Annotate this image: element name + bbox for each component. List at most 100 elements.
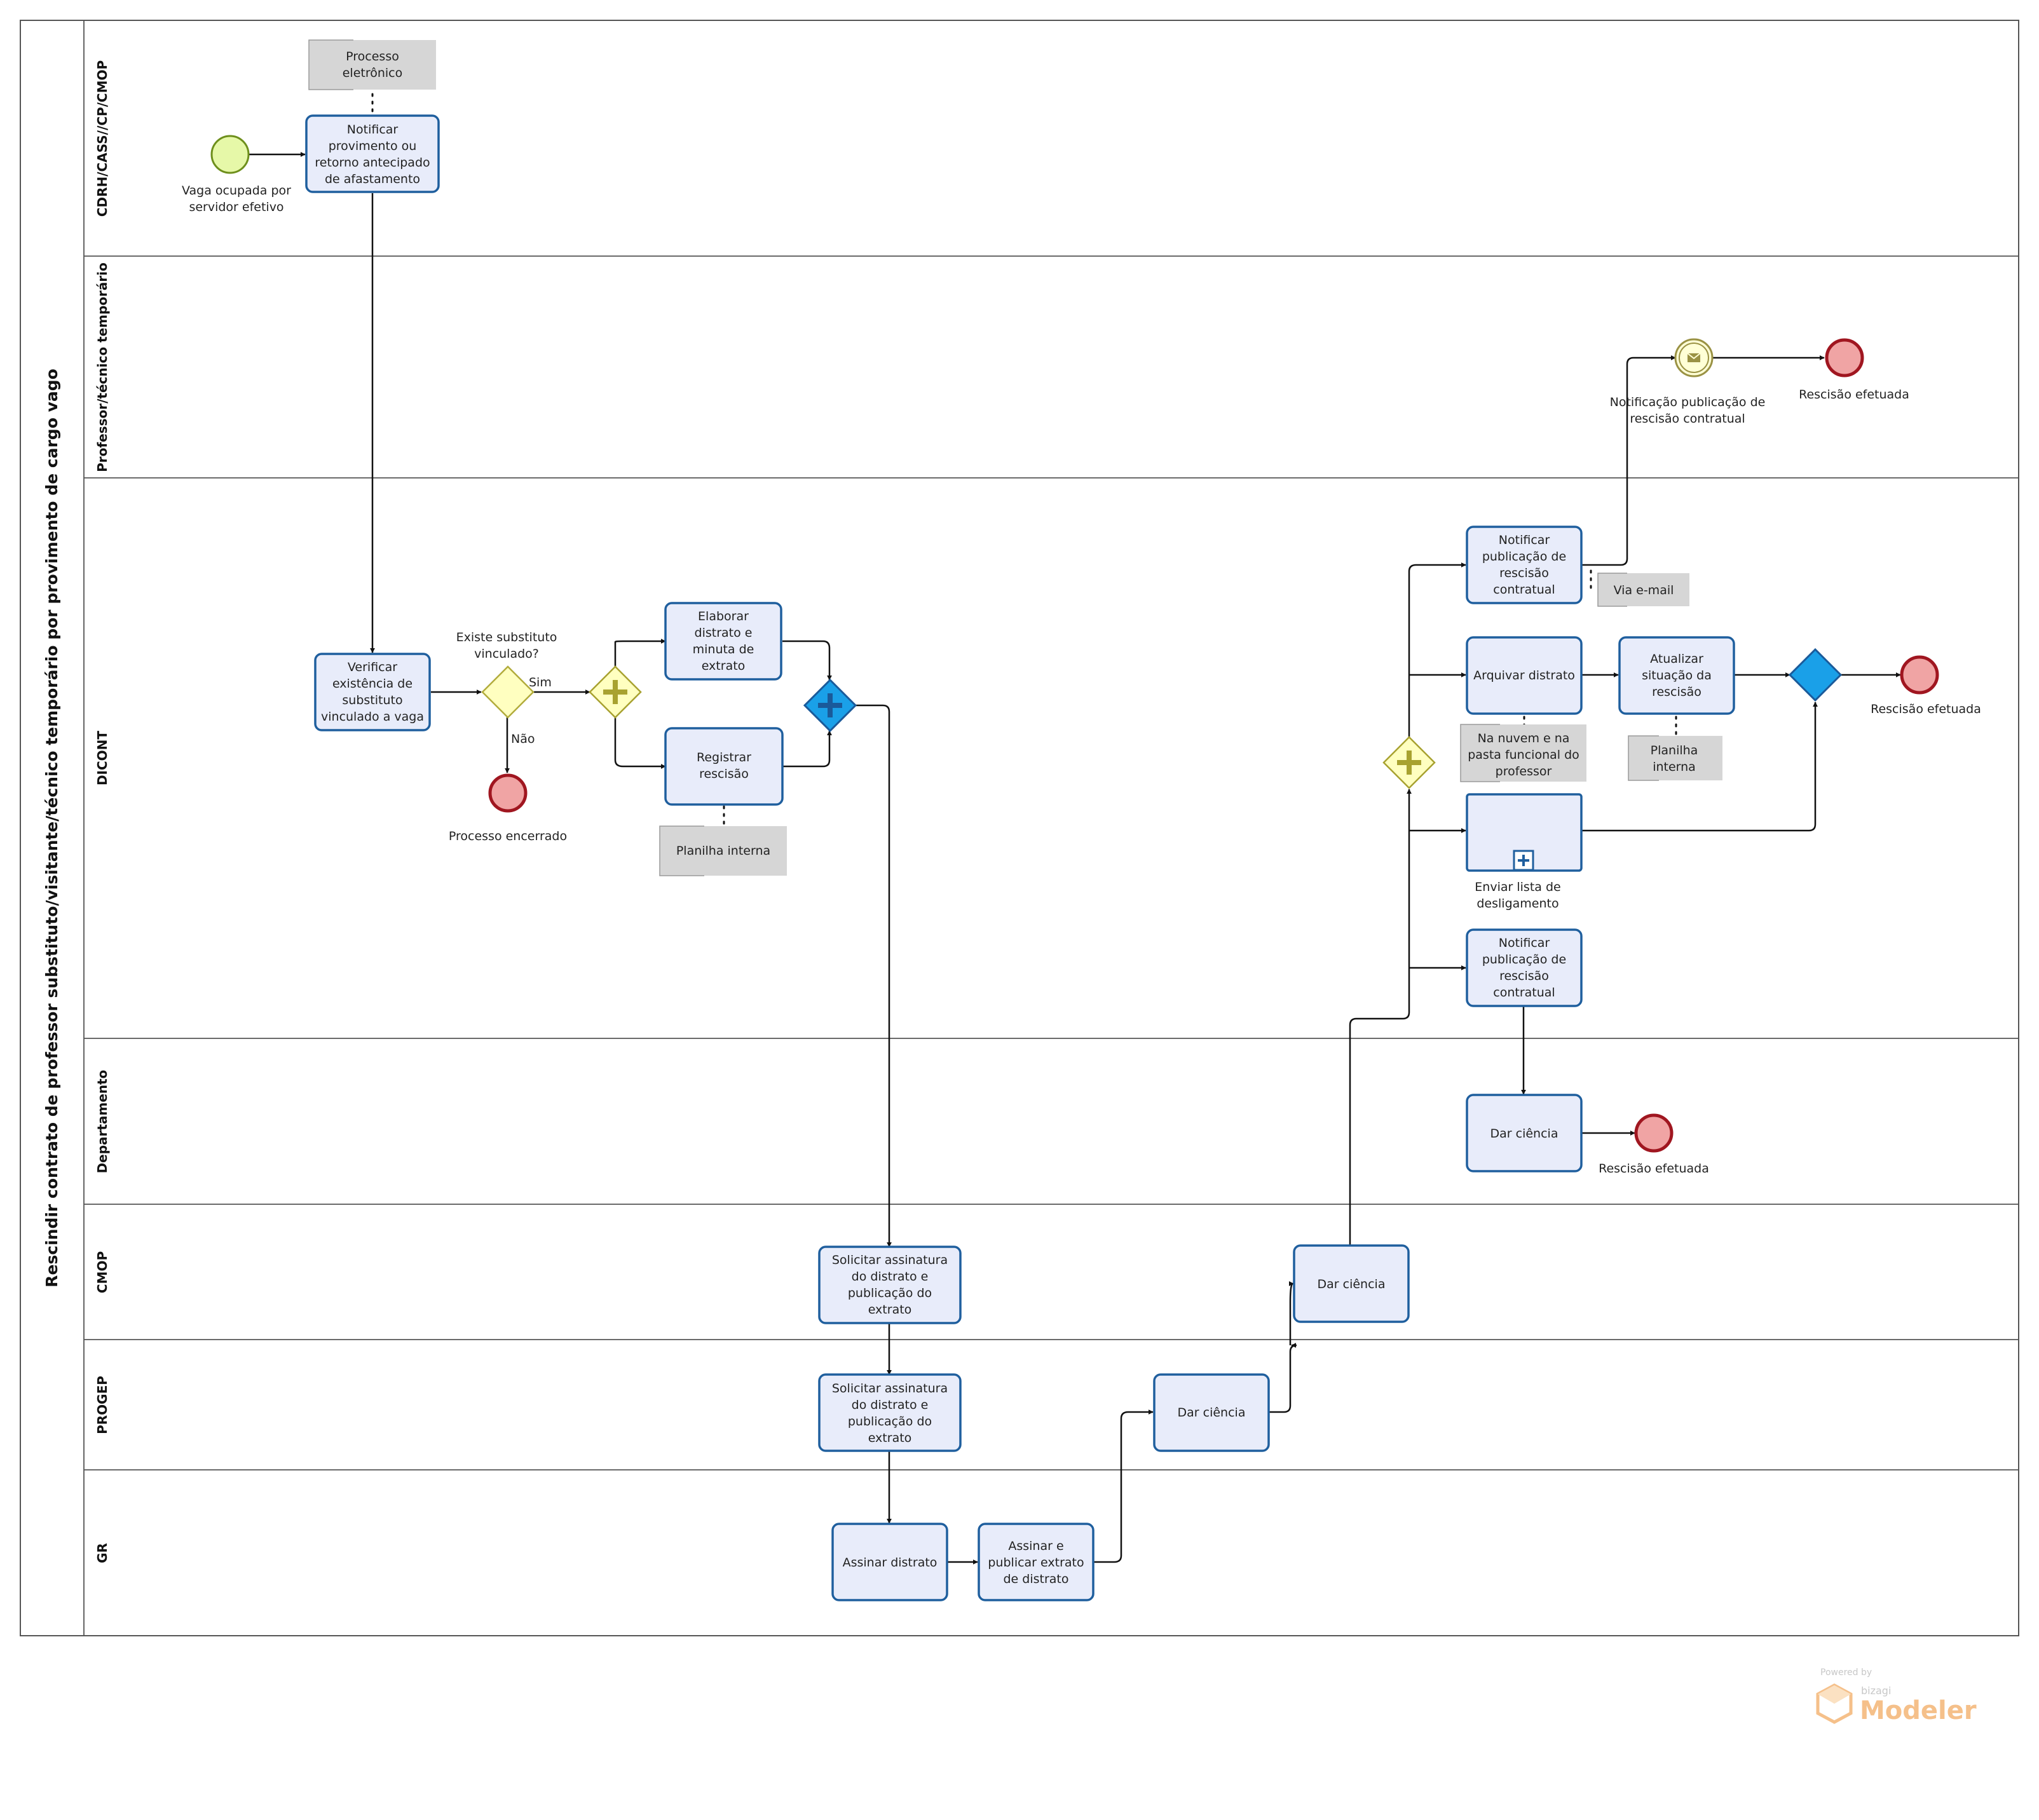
svg-text:desligamento: desligamento (1476, 897, 1558, 911)
svg-text:Dar ciência: Dar ciência (1490, 1127, 1558, 1141)
svg-text:interna: interna (1653, 760, 1696, 774)
svg-text:Assinar distrato: Assinar distrato (843, 1556, 938, 1570)
svg-text:rescisão contratual: rescisão contratual (1630, 412, 1745, 426)
svg-text:situação da: situação da (1642, 669, 1712, 682)
svg-text:rescisão: rescisão (699, 767, 749, 781)
task-notificar-provimento[interactable]: Notificar provimento ou retorno antecipa… (305, 114, 440, 193)
task-dar-ciencia-departamento[interactable]: Dar ciência (1466, 1094, 1583, 1172)
lane-label-cdrh: CDRH/CASS//CP/CMOP (95, 60, 110, 217)
svg-text:Elaborar: Elaborar (698, 609, 749, 623)
svg-text:professor: professor (1496, 764, 1552, 778)
end-event-processo-encerrado[interactable]: Processo encerrado (449, 773, 567, 843)
label-nao: Não (511, 732, 535, 746)
end-event-prof[interactable]: Rescisão efetuada (1799, 338, 1909, 402)
svg-text:publicação de: publicação de (1482, 550, 1566, 564)
bizagi-logo-icon (1816, 1683, 1853, 1724)
svg-text:distrato e: distrato e (695, 626, 753, 640)
task-verificar-existencia[interactable]: Verificar existência de substituto vincu… (314, 653, 431, 731)
svg-text:Solicitar assinatura: Solicitar assinatura (832, 1382, 948, 1396)
svg-text:Notificar: Notificar (1499, 533, 1550, 547)
svg-text:Registrar: Registrar (697, 750, 751, 764)
svg-text:existência de: existência de (332, 677, 413, 691)
artifact-via-email: Via e-mail (1597, 573, 1689, 607)
svg-text:pasta funcional do: pasta funcional do (1468, 748, 1579, 762)
svg-text:Processo: Processo (346, 50, 399, 64)
svg-text:Notificar: Notificar (1499, 936, 1550, 950)
svg-text:Na nuvem e na: Na nuvem e na (1478, 731, 1570, 745)
task-atualizar-situacao[interactable]: Atualizar situação da rescisão (1618, 636, 1735, 715)
svg-text:Rescisão efetuada: Rescisão efetuada (1799, 388, 1909, 402)
lane-label-progep: PROGEP (95, 1376, 110, 1434)
svg-text:Enviar lista de: Enviar lista de (1475, 880, 1560, 894)
subprocess-enviar-lista[interactable]: Enviar lista de desligamento (1466, 793, 1583, 911)
task-solicitar-assinatura-progep[interactable]: Solicitar assinatura do distrato e publi… (818, 1373, 962, 1452)
task-elaborar-distrato[interactable]: Elaborar distrato e minuta de extrato (664, 602, 782, 681)
lane-label-dicont: DICONT (95, 731, 110, 785)
gateway-join-2[interactable] (1788, 648, 1843, 702)
svg-text:extrato: extrato (702, 659, 746, 673)
svg-text:Vaga ocupada por: Vaga ocupada por (182, 184, 291, 198)
gateway-parallel-join-1[interactable] (803, 678, 857, 733)
lane-label-gr: GR (95, 1543, 110, 1563)
task-assinar-distrato[interactable]: Assinar distrato (831, 1523, 948, 1601)
artifact-nuvem: Na nuvem e na pasta funcional do profess… (1460, 724, 1586, 782)
svg-text:Verificar: Verificar (348, 660, 397, 674)
task-notificar-publicacao-2[interactable]: Notificar publicação de rescisão contrat… (1466, 928, 1583, 1007)
svg-text:minuta de: minuta de (693, 642, 754, 656)
svg-text:publicar extrato: publicar extrato (988, 1556, 1084, 1570)
svg-text:Processo encerrado: Processo encerrado (449, 829, 567, 843)
svg-text:Existe substituto: Existe substituto (456, 630, 557, 644)
svg-text:de distrato: de distrato (1003, 1572, 1068, 1586)
sequence-flows (249, 152, 1901, 1565)
svg-text:Dar ciência: Dar ciência (1178, 1406, 1246, 1420)
task-dar-ciencia-progep[interactable]: Dar ciência (1153, 1373, 1270, 1452)
bizagi-branding: Powered by bizagi Modeler (1816, 1667, 1977, 1725)
svg-text:servidor efetivo: servidor efetivo (189, 200, 283, 214)
svg-text:Notificar: Notificar (347, 123, 399, 137)
pool: Rescindir contrato de professor substitu… (20, 20, 2019, 1636)
svg-text:vinculado a vaga: vinculado a vaga (321, 710, 424, 724)
svg-text:Modeler: Modeler (1860, 1696, 1977, 1725)
svg-text:bizagi: bizagi (1861, 1685, 1891, 1697)
svg-text:Assinar e: Assinar e (1008, 1539, 1063, 1553)
task-assinar-publicar-extrato[interactable]: Assinar e publicar extrato de distrato (978, 1523, 1095, 1601)
svg-text:Notificação publicação de: Notificação publicação de (1610, 395, 1766, 409)
artifact-planilha-interna-2: Planilha interna (1628, 735, 1722, 781)
lane-label-depto: Departamento (95, 1070, 110, 1174)
gateway-existe-substituto[interactable]: Existe substituto vinculado? Sim Não (456, 630, 557, 746)
svg-text:substituto: substituto (342, 693, 402, 707)
task-solicitar-assinatura-cmop[interactable]: Solicitar assinatura do distrato e publi… (818, 1246, 962, 1324)
end-event-departamento[interactable]: Rescisão efetuada (1599, 1113, 1709, 1176)
svg-text:do distrato e: do distrato e (852, 1398, 929, 1412)
envelope-icon (1687, 353, 1701, 362)
svg-text:vinculado?: vinculado? (474, 647, 539, 661)
svg-text:Powered by: Powered by (1820, 1667, 1872, 1678)
associations (371, 93, 1677, 828)
gateway-parallel-split-1[interactable] (589, 665, 642, 719)
lane-label-prof: Professor/técnico temporário (95, 262, 110, 472)
svg-text:Rescisão efetuada: Rescisão efetuada (1599, 1162, 1709, 1176)
artifact-planilha-interna-1: Planilha interna (659, 825, 787, 876)
svg-text:publicação do: publicação do (848, 1415, 932, 1429)
task-registrar-rescisao[interactable]: Registrar rescisão (664, 727, 784, 806)
svg-text:extrato: extrato (868, 1431, 912, 1445)
message-catch-event[interactable]: Notificação publicação de rescisão contr… (1610, 338, 1766, 426)
start-event[interactable]: Vaga ocupada por servidor efetivo (182, 135, 291, 214)
label-sim: Sim (529, 676, 552, 689)
task-notificar-publicacao-1[interactable]: Notificar publicação de rescisão contrat… (1466, 526, 1583, 604)
svg-text:Arquivar distrato: Arquivar distrato (1473, 669, 1575, 682)
svg-text:contratual: contratual (1493, 583, 1555, 597)
lanes: CDRH/CASS//CP/CMOP Professor/técnico tem… (84, 60, 2019, 1563)
pool-title: Rescindir contrato de professor substitu… (43, 369, 61, 1287)
task-dar-ciencia-cmop[interactable]: Dar ciência (1293, 1244, 1410, 1323)
artifact-processo-eletronico: Processo eletrônico (308, 39, 436, 90)
svg-text:eletrônico: eletrônico (343, 66, 403, 80)
svg-text:retorno antecipado: retorno antecipado (315, 156, 430, 170)
lane-label-cmop: CMOP (95, 1251, 110, 1293)
end-event-dicont[interactable]: Rescisão efetuada (1871, 655, 1981, 716)
svg-text:Dar ciência: Dar ciência (1318, 1277, 1386, 1291)
gateway-parallel-split-2[interactable] (1382, 736, 1436, 789)
task-arquivar-distrato[interactable]: Arquivar distrato (1466, 636, 1583, 715)
svg-text:do distrato e: do distrato e (852, 1270, 929, 1284)
